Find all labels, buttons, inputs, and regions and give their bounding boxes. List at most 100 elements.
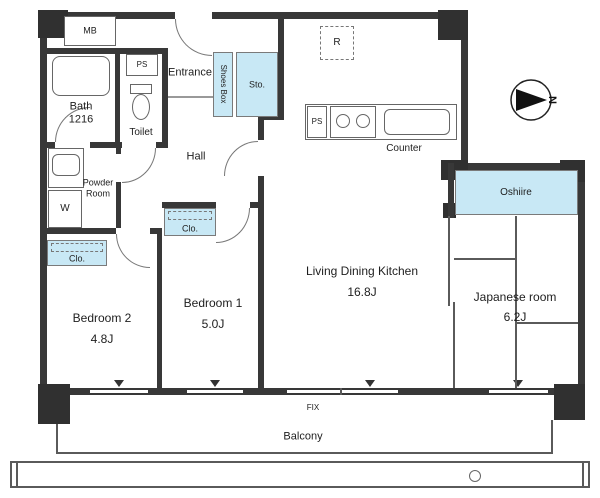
label-bedroom1: Bedroom 1 <box>183 296 243 310</box>
bathtub-icon <box>52 56 110 96</box>
label-sto: Sto. <box>248 79 266 90</box>
door-swing-bedroom1 <box>216 208 250 243</box>
wall <box>156 142 168 148</box>
wall <box>162 48 168 148</box>
wall <box>157 228 162 388</box>
railing-post <box>588 461 590 488</box>
railing-line <box>10 461 590 463</box>
sink-icon <box>384 109 450 135</box>
wall <box>148 388 187 395</box>
wall <box>116 142 121 154</box>
label-entrance: Entrance <box>167 66 213 79</box>
label-powder-room: Powder <box>82 177 114 188</box>
tatami-line <box>515 216 517 388</box>
tatami-line <box>454 258 515 260</box>
pillar <box>438 10 468 40</box>
railing-post <box>582 461 584 488</box>
wall <box>115 48 120 142</box>
closet-bedroom2 <box>47 240 107 266</box>
balcony-wall <box>56 424 58 454</box>
label-counter: Counter <box>386 143 422 154</box>
label-closet-bedroom1: Clo. <box>181 223 199 234</box>
wall <box>40 142 55 148</box>
pipe-space-bath <box>126 54 158 76</box>
balcony-edge <box>56 452 553 454</box>
window-bedroom1 <box>187 388 243 395</box>
stove-burner-icon <box>356 114 370 128</box>
toilet-icon <box>132 94 150 120</box>
window-marker-icon <box>210 380 220 387</box>
wall <box>258 176 264 388</box>
window-bedroom2 <box>90 388 148 395</box>
label-bath-size: 1216 <box>68 113 94 126</box>
door-swing-ldk <box>224 141 258 176</box>
door-swing-bedroom2 <box>116 234 150 268</box>
balcony-wall <box>551 420 553 454</box>
label-balcony: Balcony <box>283 430 323 443</box>
washer-space <box>48 190 82 228</box>
pillar <box>554 384 585 420</box>
label-bedroom2-size: 4.8J <box>90 332 114 346</box>
wall <box>461 163 585 170</box>
window-marker-icon <box>114 380 124 387</box>
wall <box>116 182 121 228</box>
toilet-tank-icon <box>130 84 152 94</box>
pillar <box>38 10 68 38</box>
wall <box>40 12 47 400</box>
window-marker-icon <box>513 380 523 387</box>
shoes-box <box>213 52 233 117</box>
meter-box <box>64 16 116 46</box>
window-ldk <box>287 388 398 395</box>
railing-line <box>10 486 590 488</box>
label-shoes-box: Shoes Box <box>219 64 228 104</box>
compass-north-label: N <box>546 96 558 104</box>
door-swing-toilet <box>122 148 156 183</box>
label-ldk-size: 16.8J <box>347 285 377 299</box>
refrigerator-space <box>320 26 354 60</box>
tatami-line <box>516 322 578 324</box>
window-divider <box>340 388 342 395</box>
door-swing-entrance <box>175 19 212 56</box>
wall <box>162 202 216 208</box>
label-japanese-room-size: 6.2J <box>503 310 527 324</box>
oshiire <box>455 170 578 215</box>
label-ldk: Living Dining Kitchen <box>305 264 419 278</box>
label-bath: Bath <box>69 100 93 113</box>
wall <box>461 12 468 170</box>
label-ps-kitchen: PS <box>311 117 323 126</box>
label-ps-bath: PS <box>136 60 148 69</box>
wall <box>40 12 175 19</box>
wall <box>258 115 264 140</box>
label-hall: Hall <box>186 150 206 163</box>
railing-post <box>10 461 12 488</box>
railing-post <box>16 461 18 488</box>
wall <box>243 388 287 395</box>
label-washer: W <box>60 203 70 214</box>
wall <box>448 163 454 218</box>
stove-burner-icon <box>336 114 350 128</box>
sliding-door <box>448 216 450 306</box>
label-closet-bedroom2: Clo. <box>68 253 86 264</box>
pipe-space-kitchen <box>307 106 327 138</box>
window-japanese-room <box>489 388 548 395</box>
wall <box>90 142 122 148</box>
label-bedroom1-size: 5.0J <box>201 317 225 331</box>
label-bedroom2: Bedroom 2 <box>72 311 132 325</box>
label-oshiire: Oshiire <box>500 187 532 198</box>
wall <box>150 228 162 234</box>
storage-sto <box>236 52 278 117</box>
window-marker-icon <box>365 380 375 387</box>
closet-pole <box>168 211 212 220</box>
wall <box>278 12 284 120</box>
label-fix-window: FIX <box>306 403 320 412</box>
label-fridge: R <box>333 37 341 48</box>
entrance-step <box>168 96 213 98</box>
wall <box>398 388 489 395</box>
wall <box>250 202 263 208</box>
wall <box>578 163 585 400</box>
compass-icon: N <box>510 79 558 121</box>
pillar <box>38 384 70 424</box>
label-toilet: Toilet <box>129 127 153 138</box>
wall <box>212 12 468 19</box>
